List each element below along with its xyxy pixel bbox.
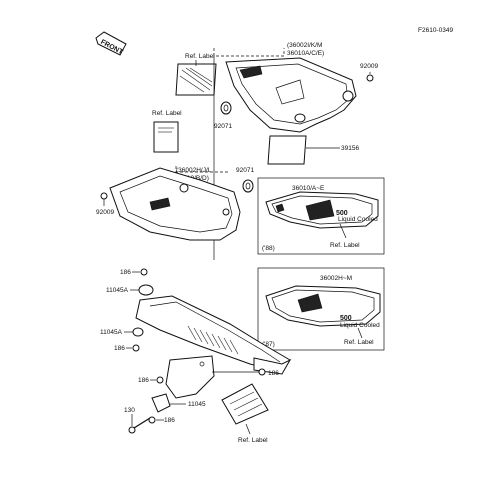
mount-bracket: [165, 355, 215, 399]
diagram-code: F2610-0349: [418, 27, 453, 34]
part-39156: 39156: [341, 145, 359, 152]
ref-label-top: Ref. Label: [185, 53, 215, 60]
front-arrow-icon: FRONT: [95, 31, 127, 56]
ref-label-left: Ref. Label: [152, 110, 182, 117]
part-92009-left: 92009: [96, 209, 114, 216]
badge-88-sub: Liquid Cooled: [338, 216, 378, 223]
ref-label-88: Ref. Label: [330, 242, 360, 249]
part-36002HJL: (36002H/J/L: [176, 167, 212, 174]
badge-87: 500: [340, 315, 352, 322]
bolt-icon: [366, 72, 374, 82]
part-186-d: 186: [138, 377, 149, 384]
ref-label-left-card: [153, 121, 179, 153]
ref-label-top-card: [175, 63, 217, 96]
part-186-a: 186: [120, 269, 131, 276]
ref-label-bottom-card: [221, 383, 269, 425]
variant-88-box: [257, 177, 385, 255]
badge-88: 500: [336, 210, 348, 217]
badge-87-sub: Liquid Cooled: [340, 322, 380, 329]
part-186-c: 186: [268, 370, 279, 377]
part-11045: 11045: [188, 401, 206, 408]
clamp-11045-icon: [151, 393, 171, 413]
screw-186-a-icon: [140, 268, 148, 276]
year-87: ('87): [262, 341, 275, 348]
screw-186-c-icon: [258, 368, 266, 376]
screw-186-d-icon: [156, 376, 164, 384]
part-186-b: 186: [114, 345, 125, 352]
bolt-130-icon: [128, 417, 151, 434]
part-36002HM: 36002H~M: [320, 275, 352, 282]
ref-label-bottom: Ref. Label: [238, 437, 268, 444]
cover-ribs: [187, 325, 239, 355]
variant-87-box: [257, 267, 385, 351]
part-186-e: 186: [164, 417, 175, 424]
grommet-left-icon: [220, 101, 232, 115]
year-88: ('88): [262, 245, 275, 252]
clamp-11045A-a-icon: [138, 284, 154, 296]
side-cover-87: 500 Liquid Cooled: [265, 285, 381, 329]
grommet-mid-icon: [242, 179, 254, 193]
part-36010ACE: 36010A/C/E): [287, 50, 324, 57]
screw-186-b-icon: [132, 344, 140, 352]
part-92071-mid: 92071: [236, 167, 254, 174]
side-cover-left: [109, 167, 241, 241]
part-36010AE: 36010/A~E: [292, 185, 325, 192]
part-11045A-a: 11045A: [106, 287, 129, 294]
screw-186-e-icon: [148, 416, 156, 424]
side-cover-right-upper: [225, 57, 357, 133]
panel-39156: [267, 135, 307, 165]
part-92009-top: 92009: [360, 63, 378, 70]
part-92071-left: 92071: [214, 123, 232, 130]
side-cover-88: 500 Liquid Cooled: [265, 191, 379, 229]
bolt-left-icon: [100, 192, 108, 200]
part-36002IKM: (36002I/K/M: [287, 42, 322, 49]
part-11045A-b: 11045A: [100, 329, 123, 336]
part-130: 130: [124, 407, 135, 414]
ref-label-87: Ref. Label: [344, 339, 374, 346]
clamp-11045A-b-icon: [132, 327, 144, 337]
